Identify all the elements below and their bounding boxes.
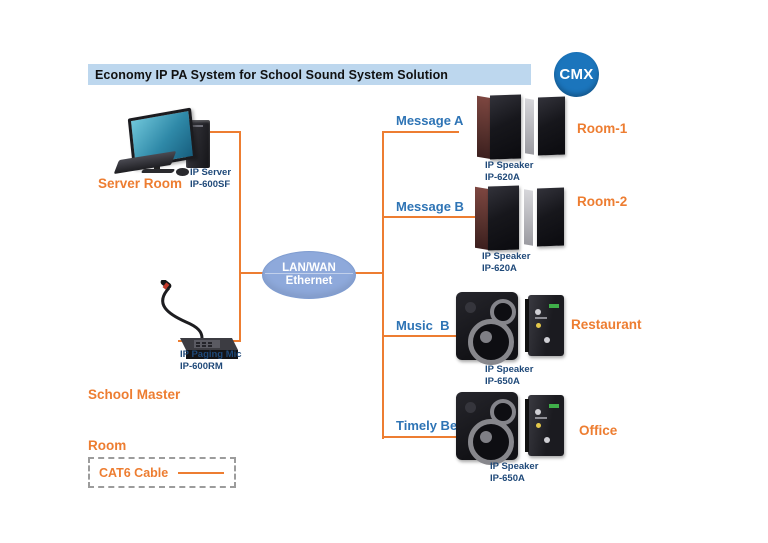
speaker-front-panel [488,185,520,251]
master-room-label-line1: School Master [88,387,181,402]
back-panel-slot [535,317,547,319]
master-room-label-line2: Room [88,438,127,453]
office-label: Office [579,423,618,438]
back-panel-slot [535,417,547,419]
speaker-side-panel [524,189,533,246]
pc-mouse [176,168,189,176]
room1-speaker-name: IP Speaker [485,160,534,171]
channel-message-b-label: Message B [396,199,464,214]
gooseneck-mic-icon [160,279,238,359]
cable-message-a [383,131,459,133]
room2-label: Room-2 [577,194,628,209]
channel-timely-bell-label: Timely Bell [396,418,465,433]
room1-speakers-image [456,93,566,163]
cable-trunk-to-cloud [240,272,264,274]
back-panel-connector [535,409,541,415]
lan-wan-ethernet-node: LAN/WAN Ethernet [262,251,356,299]
page-title: Economy IP PA System for School Sound Sy… [95,67,449,82]
speaker-side-panel [525,98,534,155]
room2-speaker-label: IP Speaker IP-620A [482,251,530,275]
network-label-line2: Ethernet [285,275,333,287]
room1-speaker-label: IP Speaker IP-620A [485,160,533,184]
server-room-label: Server Room [98,176,183,191]
cable-music-b [383,335,456,337]
bookshelf-speaker-left [475,185,521,251]
room2-speaker-model: IP-620A [482,263,517,274]
cat6-line-sample [178,471,225,474]
office-speaker-front-image [456,392,518,465]
paging-mic-label: IP Paging Mic IP-600RM [180,349,242,373]
cat6-legend: CAT6 Cable [88,457,236,488]
office-speaker-name: IP Speaker [490,461,539,472]
room1-label: Room-1 [577,121,628,136]
restaurant-speaker-label: IP Speaker IP-650A [485,364,533,388]
paging-mic-name: IP Paging Mic [180,349,242,360]
title-bar: Economy IP PA System for School Sound Sy… [88,64,531,85]
bookshelf-speaker-right [524,187,565,247]
speaker-front-panel [538,96,566,156]
restaurant-label: Restaurant [571,317,642,332]
woofer [468,419,514,465]
paging-mic-model: IP-600RM [180,361,223,372]
restaurant-speaker-back-image [525,295,564,356]
restaurant-speaker-name: IP Speaker [485,364,534,375]
office-speaker-back-image [525,395,564,456]
room2-speaker-name: IP Speaker [482,251,531,262]
office-speaker-model: IP-650A [490,473,525,484]
restaurant-speaker-model: IP-650A [485,376,520,387]
cable-timely-bell [383,436,456,438]
cable-left-trunk [239,131,241,342]
room2-speakers-image [454,184,565,254]
restaurant-speaker-front-image [456,292,518,365]
cable-message-b [383,216,475,218]
speaker-front-panel [537,187,565,247]
master-room-label: School Master Room [88,352,180,488]
cmx-logo-text: CMX [559,66,594,83]
channel-message-a-label: Message A [396,113,464,128]
woofer [468,319,514,365]
cable-server-to-trunk [204,131,241,133]
server-computer-image [112,107,242,180]
back-panel-connector [536,323,541,328]
bookshelf-speaker-left [477,94,523,160]
back-panel-connector [536,423,541,428]
cat6-legend-label: CAT6 Cable [99,465,169,480]
back-panel-knob [544,437,550,443]
speaker-front-panel [490,94,522,160]
bass-port [465,402,476,413]
pc-monitor-base [140,169,176,173]
back-panel-label [549,404,559,408]
bookshelf-speaker-right [525,96,566,156]
cable-cloud-to-trunk [352,272,384,274]
back-panel-connector [535,309,541,315]
bass-port [465,302,476,313]
cable-right-trunk [382,131,384,439]
back-panel-knob [544,337,550,343]
channel-music-b-label: Music B [396,318,450,333]
room1-speaker-model: IP-620A [485,172,520,183]
paging-mic-image [140,279,250,365]
ip-server-model: IP-600SF [190,179,231,190]
office-speaker-label: IP Speaker IP-650A [490,461,538,485]
network-label-line1: LAN/WAN [282,262,336,274]
back-panel-label [549,304,559,308]
cmx-logo: CMX [554,52,599,97]
ip-server-name: IP Server [190,167,232,178]
ip-server-label: IP Server IP-600SF [190,167,231,191]
